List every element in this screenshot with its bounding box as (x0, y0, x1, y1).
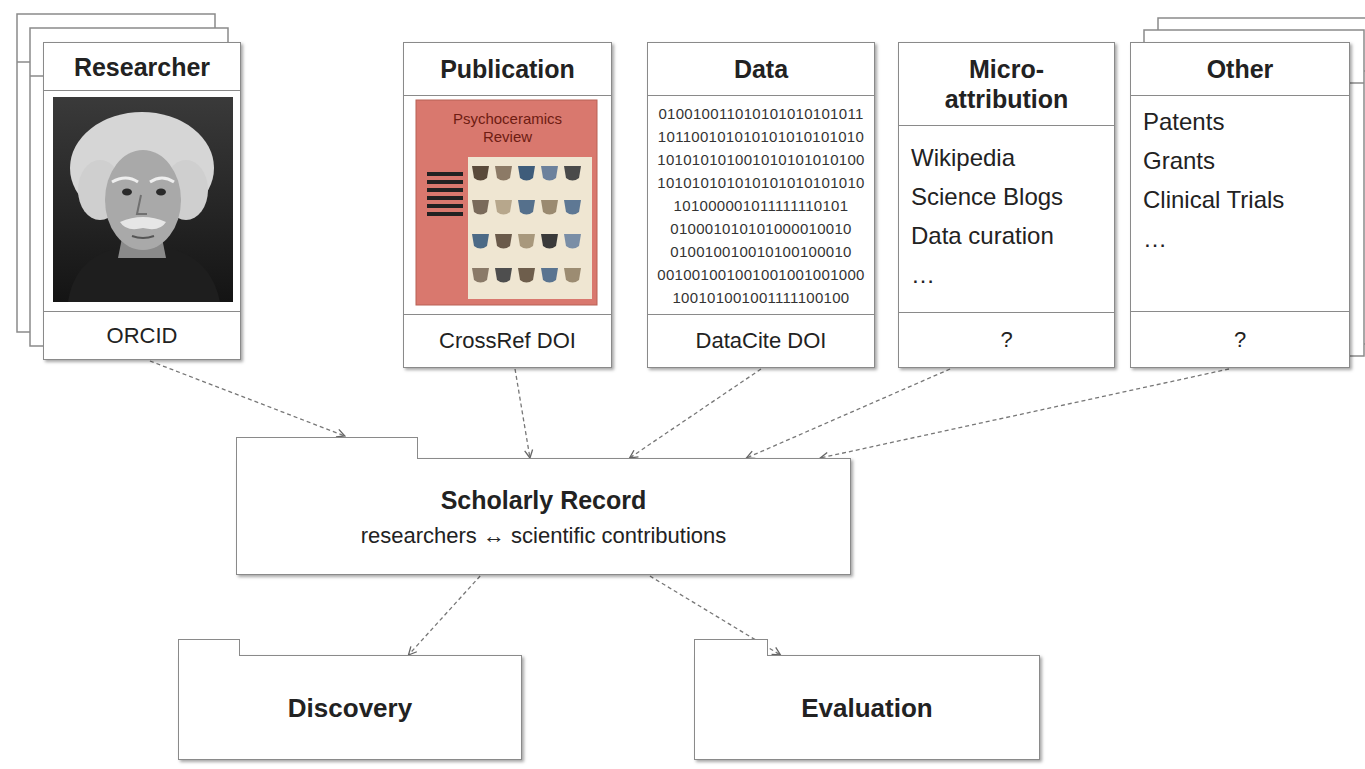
card-body (44, 91, 240, 311)
other-card: OtherPatentsGrantsClinical Trials…? (1130, 42, 1350, 368)
binary-row: 001001001001001001001000 (657, 263, 864, 286)
card-header: Micro-attribution (899, 43, 1114, 126)
binary-row: 101000001011111110101 (674, 194, 849, 217)
binary-row: 100101001001111100100 (672, 286, 849, 309)
identifier-label: ? (1234, 327, 1246, 353)
cover-title: Psychoceramics Review (443, 110, 573, 146)
folder-title: Scholarly Record (441, 485, 647, 515)
card-footer: ORCID (44, 311, 240, 359)
connectors (150, 361, 1229, 655)
list-item: Grants (1143, 141, 1343, 180)
list-item: Science Blogs (911, 177, 1108, 216)
dashed-arrow (746, 369, 950, 458)
list-item: … (1143, 219, 1343, 258)
binary-row: 101010101001010101010100 (657, 148, 864, 171)
attribution-card: Micro-attributionWikipediaScience BlogsD… (898, 42, 1115, 368)
card-title: Publication (440, 54, 575, 84)
list-item: Patents (1143, 102, 1343, 141)
card-footer: CrossRef DOI (404, 314, 611, 367)
publication-card: PublicationPsychoceramics ReviewCrossRef… (403, 42, 612, 368)
dashed-arrow (820, 369, 1229, 458)
evaluation-folder: Evaluation (694, 655, 1040, 760)
identifier-label: ORCID (107, 323, 178, 349)
dashed-arrow (515, 369, 530, 458)
dashed-arrow (408, 576, 480, 655)
card-header: Other (1131, 43, 1349, 96)
data-card: Data 010010011010101010101011101100101010… (647, 42, 875, 368)
list-item: … (911, 255, 1108, 294)
folder-title: Evaluation (801, 693, 932, 723)
card-footer: DataCite DOI (648, 314, 874, 367)
list-item: Wikipedia (911, 138, 1108, 177)
card-body: Psychoceramics Review (404, 96, 611, 314)
card-header: Publication (404, 43, 611, 96)
record-folder: Scholarly Record researchers ↔ scientific… (236, 458, 851, 575)
card-body: WikipediaScience BlogsData curation… (899, 126, 1114, 312)
list-item: Clinical Trials (1143, 180, 1343, 219)
binary-row: 010001010101000010010 (670, 217, 852, 240)
list-item: Data curation (911, 216, 1108, 255)
folder-title: Discovery (288, 693, 412, 723)
binary-row: 101010101010101010101010 (657, 171, 864, 194)
card-body: 0100100110101010101010111011001010101010… (648, 96, 874, 314)
identifier-label: ? (1000, 327, 1012, 353)
discovery-folder: Discovery (178, 655, 522, 760)
card-footer: ? (1131, 311, 1349, 367)
binary-row: 101100101010101010101010 (658, 125, 864, 148)
card-title: Other (1207, 54, 1274, 84)
card-body: PatentsGrantsClinical Trials… (1131, 96, 1349, 311)
binary-row: 010010011010101010101011 (658, 102, 863, 125)
folder-subtitle: researchers ↔ scientific contributions (361, 523, 727, 549)
card-title: Researcher (74, 52, 210, 82)
researcher-card: ResearcherORCID (43, 42, 241, 360)
card-header: Data (648, 43, 874, 96)
card-title: Micro-attribution (922, 54, 1092, 114)
dashed-arrow (630, 369, 761, 458)
card-footer: ? (899, 312, 1114, 367)
dashed-arrow (150, 361, 345, 436)
identifier-label: CrossRef DOI (439, 328, 576, 354)
card-title: Data (734, 54, 788, 84)
identifier-label: DataCite DOI (696, 328, 827, 354)
binary-row: 010010010010100100010 (670, 240, 852, 263)
card-header: Researcher (44, 43, 240, 91)
